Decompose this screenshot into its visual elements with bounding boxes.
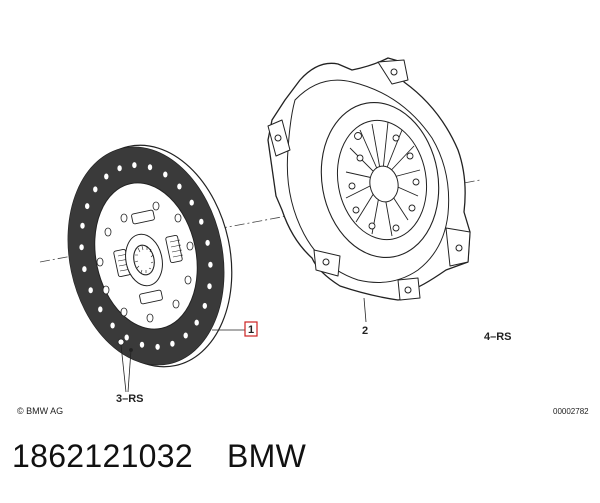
lining-rivet-hole [207,283,212,290]
lining-holes [79,162,213,350]
lining-rivet-hole [202,302,207,309]
pressure-plate [267,57,471,323]
lining-rivet-hole [163,171,168,178]
leader-part-3 [117,338,133,393]
leader-part-2 [363,297,367,323]
lining-rivet-hole [208,261,213,268]
callout-part-2: 2 [362,325,368,337]
lining-rivet-hole [170,340,175,347]
lining-rivet-hole [82,266,87,273]
splined-hub [133,244,155,276]
lining-rivet-hole [98,306,103,313]
lining-rivet-hole [110,322,115,329]
lug-bolt-hole [455,244,463,252]
callout-part-4: 4–RS [484,331,512,343]
lug-bolt-hole [274,134,282,142]
callout-part-1: 1 [248,324,254,336]
lug-bolt-hole [404,286,412,294]
lug-bolt-hole [322,258,330,266]
clutch-disc [67,144,245,393]
lining-rivet-hole [177,183,182,190]
lining-rivet-hole [132,162,137,169]
copyright-text: © BMW AG [17,406,63,416]
lining-rivet-hole [155,343,160,350]
callout-box-part-1 [244,321,258,337]
lining-rivet-hole [93,186,98,193]
lining-rivet-hole [85,203,90,210]
friction-band [68,147,224,365]
lining-rivet-hole [147,164,153,171]
carrier-rivets [96,201,194,323]
lining-rivet-hole [189,199,194,206]
diaphragm-holes [348,132,420,232]
lug-bolt-hole [390,68,398,76]
cover-rim [286,79,450,283]
lining-rivet-hole [117,165,122,172]
lining-rivet-hole [80,222,85,229]
lining-rivet-hole [194,319,199,326]
brand-name: BMW [226,438,307,474]
lining-rivet-hole [183,332,188,339]
reference-number: 00002782 [553,407,589,416]
lining-rivet-hole [205,239,210,246]
lining-rivet-hole [104,173,109,180]
parts-diagram: 1 2 3–RS 4–RS © BMW AG 00002782 [17,57,589,416]
lining-rivet-hole [79,244,84,251]
damper-spring-coils [117,239,184,272]
part-caption: 1862121032 BMW [12,438,592,486]
part-number: 1862121032 [12,438,193,474]
callout-part-3: 3–RS [116,393,144,405]
hub-splines [134,245,154,274]
lining-rivet-hole [139,341,145,348]
lining-rivet-hole [88,287,93,294]
diaphragm-hub [369,165,399,203]
lining-rivet-hole [124,334,129,341]
lining-rivet-hole [199,218,204,225]
